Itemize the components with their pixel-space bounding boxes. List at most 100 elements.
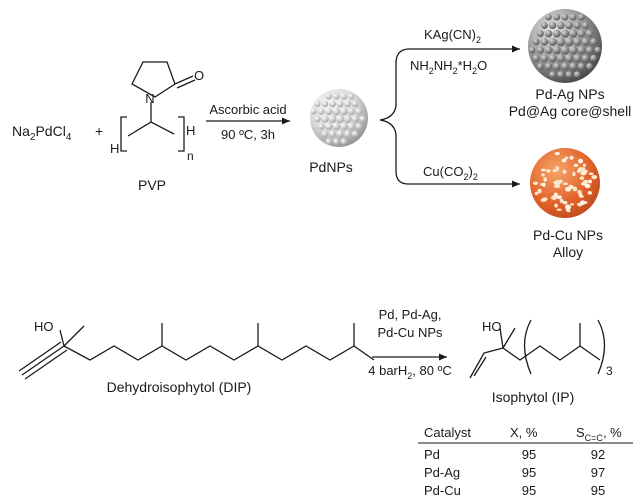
row-selectivity: 97: [591, 465, 605, 480]
particle-bead: [560, 45, 570, 55]
particle-bead: [321, 100, 329, 108]
alloy-dot: [572, 186, 578, 192]
particle-bead: [577, 45, 586, 55]
dip-structure: [18, 323, 375, 380]
particle-bead: [569, 13, 577, 21]
alloy-dot: [559, 198, 564, 203]
particle-bead: [340, 93, 347, 100]
carbonyl-bond: [174, 75, 194, 85]
row-conversion: 95: [522, 483, 536, 498]
pvp-structure: [120, 61, 196, 152]
alloy-dot: [588, 179, 592, 184]
particle-bead: [321, 115, 329, 123]
particle-bead: [561, 13, 569, 21]
pd-ag-structure-label: Pd@Ag core@shell: [509, 103, 632, 119]
pvp-n-atom: N: [145, 91, 154, 106]
alloy-dot: [540, 198, 545, 202]
alloy-dot: [587, 191, 593, 195]
particle-bead: [565, 71, 573, 79]
ip-structure: [469, 319, 606, 379]
alloy-dot: [578, 158, 584, 164]
svg-text:Na2PdCl4: Na2PdCl4: [12, 123, 72, 143]
particle-bead: [348, 93, 355, 100]
particle-bead: [548, 21, 557, 30]
alloy-dot: [534, 191, 539, 196]
particle-bead: [560, 29, 570, 38]
alloy-dot: [570, 185, 574, 189]
particle-bead: [336, 100, 344, 108]
alloy-dot: [576, 169, 581, 173]
alloy-dot: [561, 158, 567, 163]
particle-bead: [328, 114, 337, 124]
particle-bead: [355, 123, 363, 130]
col-header-catalyst: Catalyst: [424, 425, 471, 440]
alloy-dot: [579, 176, 585, 180]
pvp-h-right: H: [186, 123, 195, 138]
particle-bead: [536, 30, 544, 38]
particle-bead: [314, 115, 321, 123]
particle-bead: [548, 37, 557, 47]
ip-chain: [502, 345, 601, 361]
particle-bead: [581, 37, 590, 46]
particle-bead: [556, 37, 566, 47]
catalyst-conditions-1: Pd, Pd-Ag,: [379, 307, 442, 322]
particle-bead: [314, 100, 321, 108]
particle-bead: [573, 71, 581, 78]
particle-bead: [336, 130, 344, 138]
alloy-dot: [555, 166, 560, 171]
particle-bead: [573, 21, 581, 30]
precursor-formula: Na2PdCl4: [12, 123, 72, 143]
particle-bead: [528, 46, 536, 54]
particle-bead: [556, 53, 566, 63]
row-catalyst: Pd-Cu: [424, 483, 461, 498]
particle-bead: [347, 107, 355, 116]
alloy-dot: [581, 167, 586, 170]
alloy-dot: [578, 193, 583, 197]
particle-bead: [578, 13, 585, 21]
particle-bead: [544, 45, 553, 55]
ip-ho-bond: [499, 327, 504, 349]
catalyst-conditions-2: Pd-Cu NPs: [377, 325, 443, 340]
particle-bead: [585, 46, 594, 54]
particle-bead: [553, 13, 561, 21]
pd-cu-nanoparticle: [530, 148, 600, 218]
pd-ag-label: Pd-Ag NPs: [535, 86, 604, 102]
particle-bead: [351, 115, 359, 123]
particle-bead: [586, 63, 593, 70]
pd-ag-nanoparticle: [528, 9, 602, 83]
particle-bead: [590, 54, 597, 62]
conditions-bottom: 90 ºC, 3h: [221, 127, 275, 142]
cu-co2-reagent: Cu(CO2)2: [423, 164, 478, 182]
pd-nanoparticle: [310, 89, 368, 147]
particle-bead: [565, 21, 573, 30]
particle-bead: [325, 122, 333, 131]
particle-bead: [325, 138, 332, 145]
results-table: Catalyst X, % SC=C, % Pd 95 92 Pd-Ag 95 …: [418, 425, 633, 498]
plus-sign: +: [95, 123, 103, 139]
alloy-dot: [552, 169, 557, 172]
alloy-dot: [541, 168, 546, 172]
particle-bead: [333, 93, 340, 100]
alloy-dot: [573, 163, 579, 167]
row-catalyst: Pd: [424, 447, 440, 462]
alloy-dot: [572, 171, 576, 177]
particle-bead: [544, 62, 553, 71]
particle-bead: [564, 37, 574, 47]
pvp-h-left: H: [110, 141, 119, 156]
alloy-dot: [580, 171, 587, 176]
kag-cn2-reagent: KAg(CN)2: [424, 27, 481, 45]
alloy-dot: [565, 205, 572, 210]
particle-bead: [552, 62, 561, 71]
particle-bead: [339, 122, 348, 131]
repeat-bracket-left: [523, 319, 532, 375]
ip-repeat-index: 3: [606, 364, 613, 378]
particle-bead: [568, 45, 578, 55]
repeat-bracket-right: [597, 319, 606, 375]
particle-bead: [549, 71, 556, 78]
particle-bead: [573, 54, 582, 63]
alloy-dot: [584, 183, 591, 189]
alloy-dot: [582, 179, 589, 184]
alloy-dot: [543, 177, 547, 182]
alloy-dot: [569, 203, 575, 206]
particle-bead: [540, 37, 549, 46]
